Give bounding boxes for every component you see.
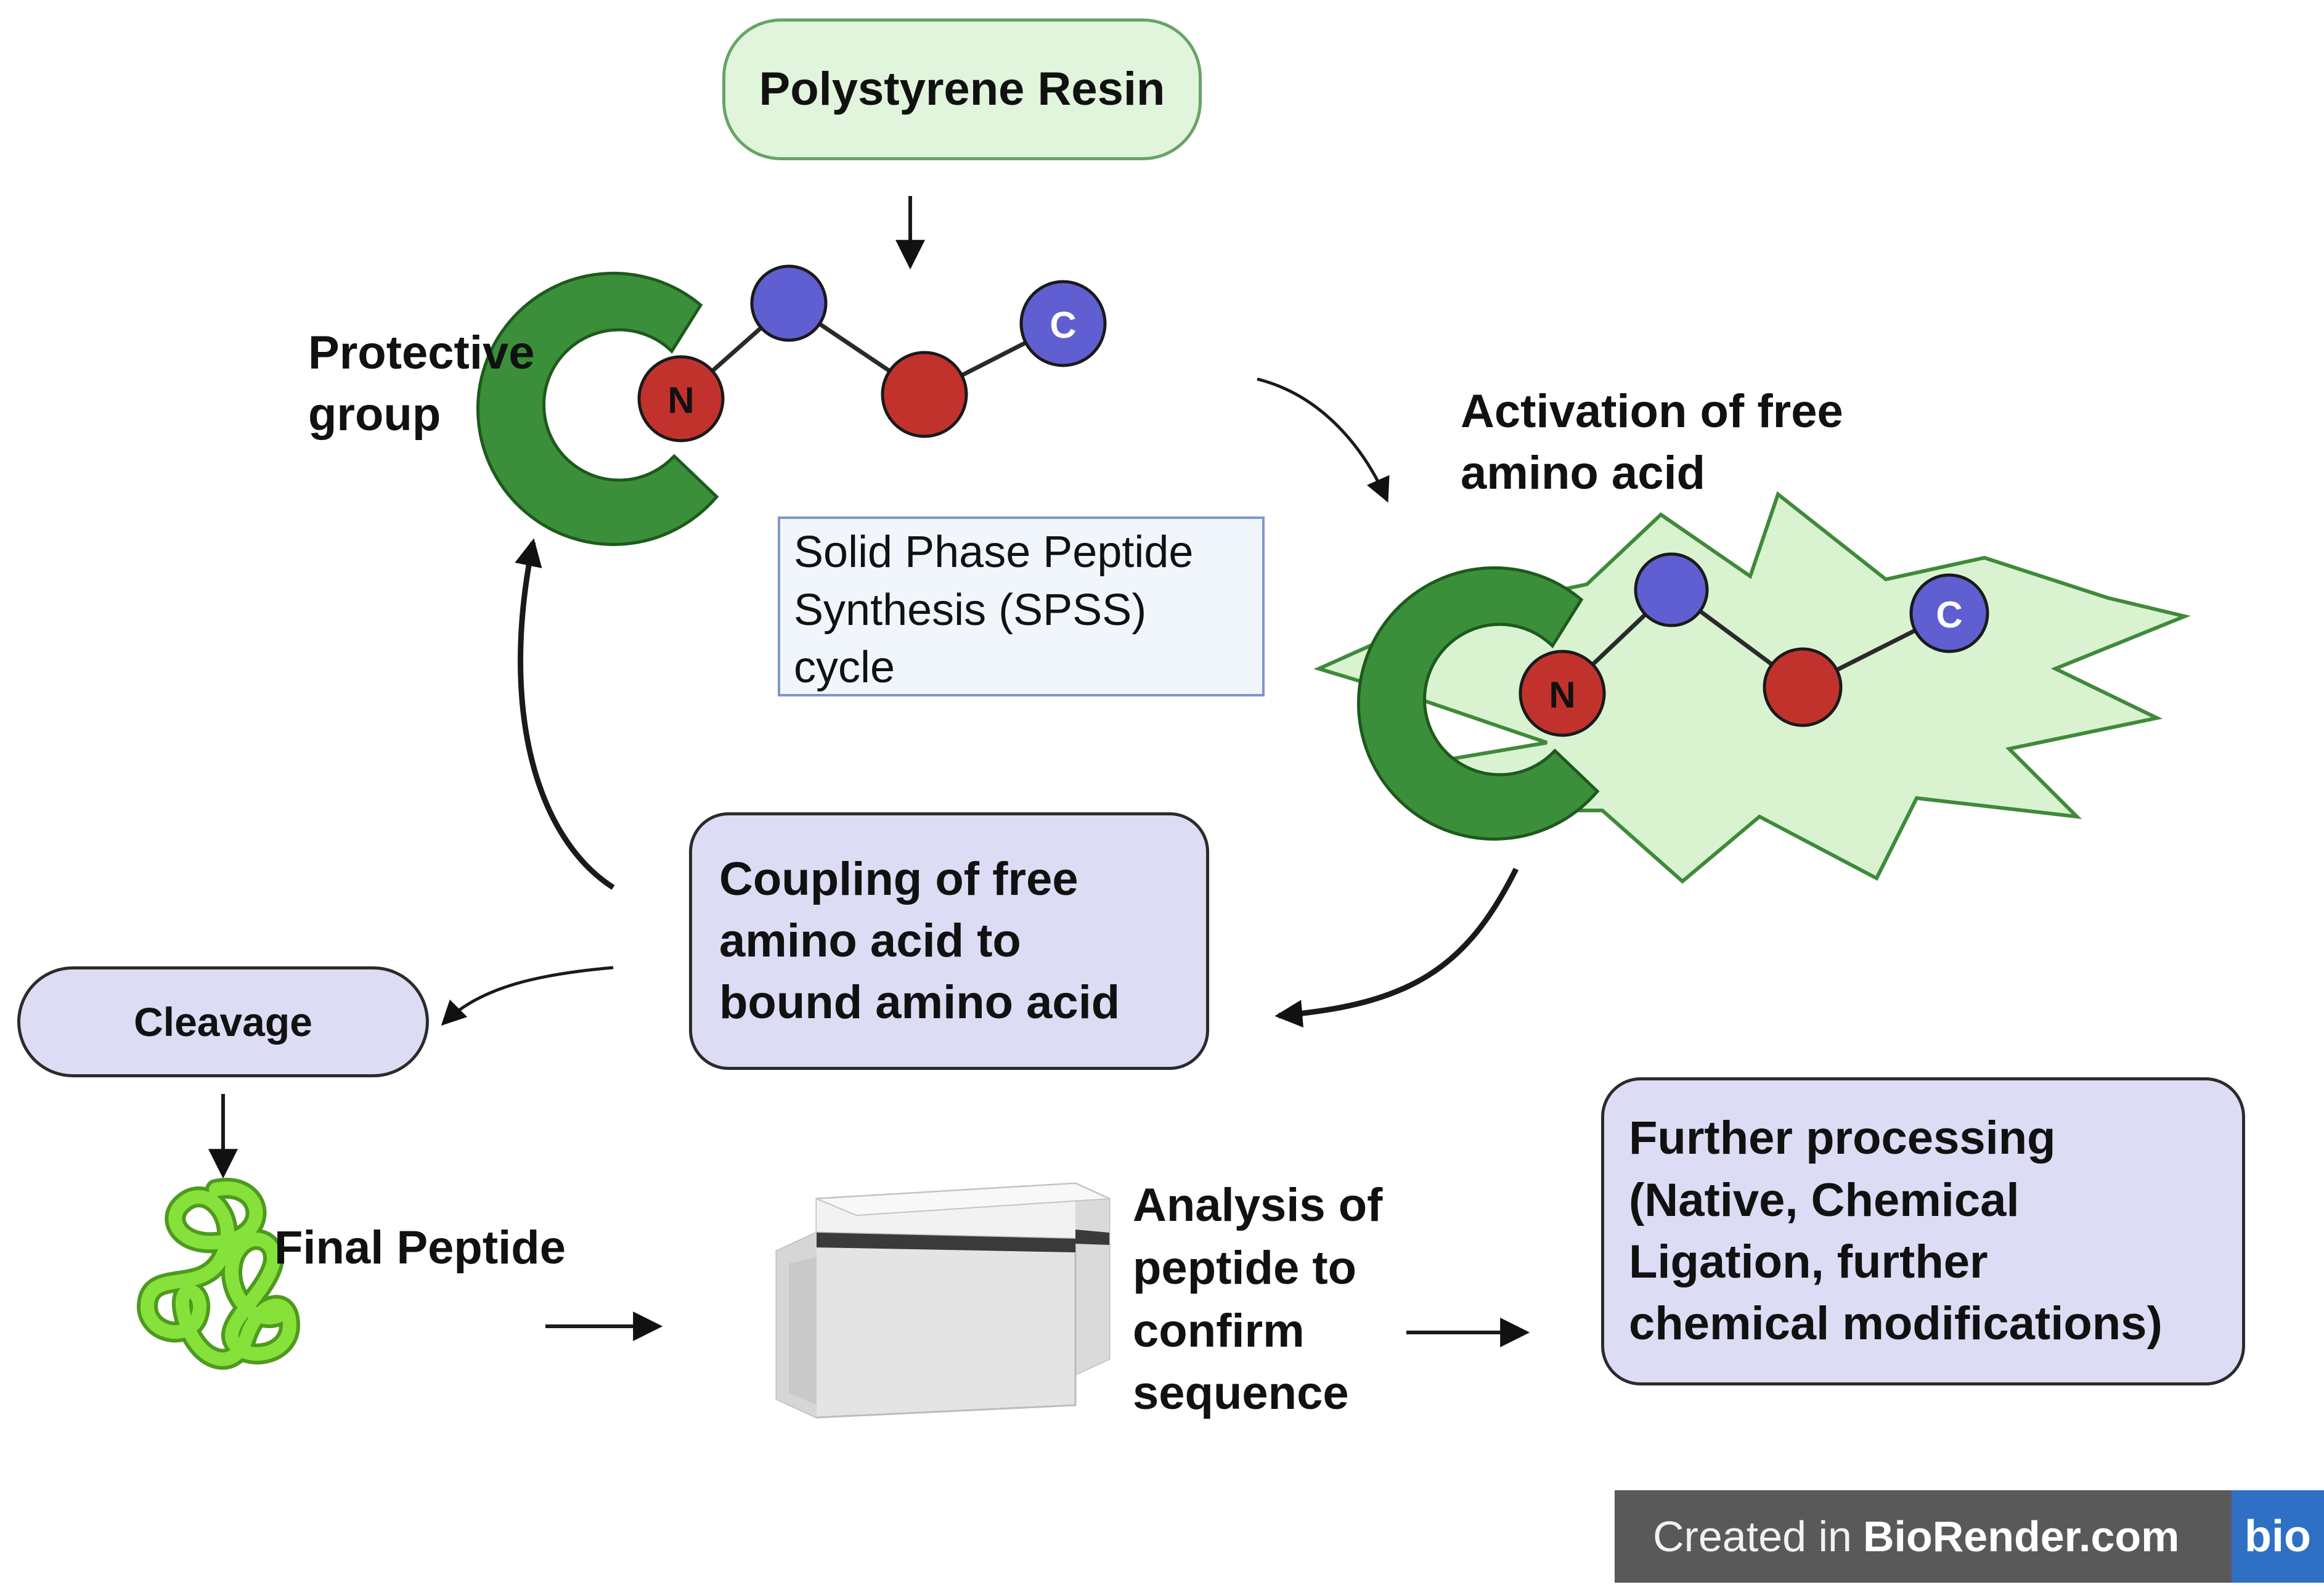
polystyrene-resin-label: Polystyrene Resin	[759, 62, 1165, 115]
residue-c-circle	[1019, 280, 1107, 367]
watermark-prefix: Created in	[1653, 1512, 1852, 1560]
arrow-activation-to-coupling	[1274, 867, 1519, 1028]
protected-amino-acid-molecule: N C	[476, 264, 1107, 546]
coupling-label: Coupling of free amino acid to bound ami…	[719, 852, 1120, 1029]
spps-cycle-label: Solid Phase Peptide Synthesis (SPSS) cyc…	[794, 528, 1194, 693]
watermark-text: Created in BioRender.com	[1615, 1490, 2232, 1583]
biorender-logo-icon: bio	[2232, 1490, 2324, 1583]
activated-c-label: C	[1936, 594, 1962, 635]
activated-amino-acid-molecule: N C	[1357, 552, 1989, 841]
flow-arrows	[208, 196, 1530, 1347]
activated-n-label: N	[1549, 674, 1575, 716]
further-processing-box: Further processing (Native, Chemical Lig…	[1601, 1077, 2245, 1385]
analysis-label: Analysis of peptide to confirm sequence	[1133, 1179, 1383, 1420]
residue-red-circle	[881, 351, 968, 438]
arrow-coupling-to-chain	[515, 538, 615, 890]
activated-protective-group-shape	[1357, 566, 1600, 841]
final-peptide-icon	[137, 1178, 300, 1370]
analysis-instrument-icon	[775, 1182, 1111, 1419]
cleavage-box: Cleavage	[17, 966, 429, 1077]
protective-group-shape	[476, 271, 719, 546]
biorender-watermark: Created in BioRender.com bio	[1615, 1490, 2324, 1583]
coupling-box: Coupling of free amino acid to bound ami…	[689, 812, 1209, 1070]
further-processing-label: Further processing (Native, Chemical Lig…	[1629, 1112, 2163, 1350]
arrow-chain-to-activation	[1257, 377, 1390, 503]
spps-cycle-box: Solid Phase Peptide Synthesis (SPSS) cyc…	[778, 516, 1265, 696]
c-terminus-label: C	[1050, 304, 1076, 346]
arrow-coupling-to-cleavage	[441, 966, 614, 1026]
activation-label: Activation of free amino acid	[1461, 385, 1843, 500]
n-terminus-label: N	[667, 380, 694, 421]
polystyrene-resin-box: Polystyrene Resin	[722, 18, 1202, 160]
residue-blue-circle	[750, 264, 828, 342]
residue-n-circle	[637, 355, 725, 443]
final-peptide-label: Final Peptide	[274, 1222, 566, 1274]
protective-group-label: Protective group	[308, 327, 535, 441]
cleavage-label: Cleavage	[134, 999, 312, 1045]
watermark-brand: BioRender.com	[1862, 1512, 2180, 1560]
